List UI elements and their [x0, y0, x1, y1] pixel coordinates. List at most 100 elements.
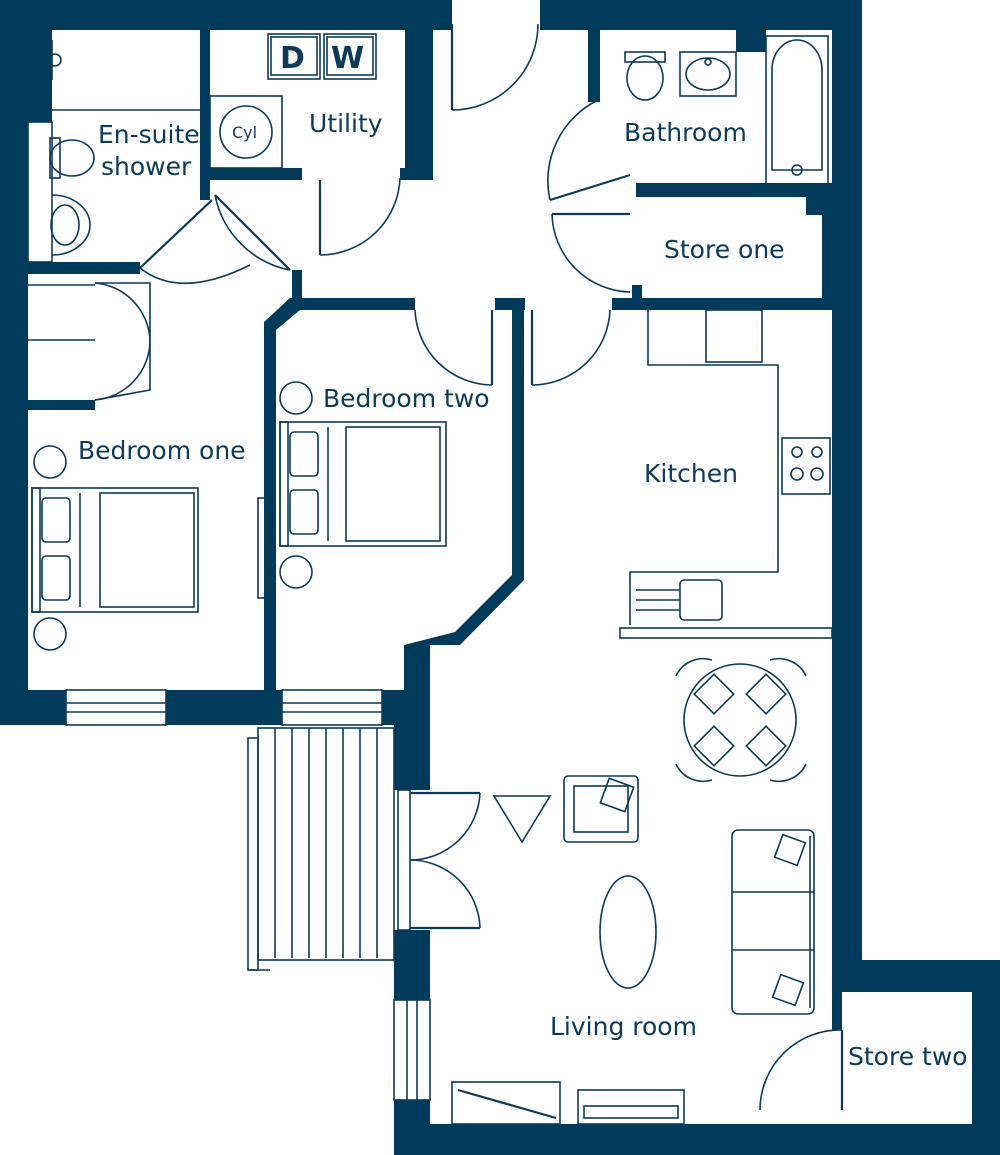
pillow	[289, 431, 319, 477]
door-leaf	[549, 173, 631, 202]
window	[27, 121, 53, 263]
door-swing	[451, 23, 539, 111]
wall-segment	[832, 990, 842, 1030]
room-label-ensuite: En-suite	[98, 120, 200, 149]
wall-segment	[394, 1124, 1000, 1155]
room-label-store-one: Store one	[664, 235, 785, 264]
door-leaf	[214, 194, 291, 271]
bedroom-two-furniture	[279, 381, 447, 589]
double-bed	[31, 487, 199, 613]
room-label-bedroom-two: Bedroom two	[323, 384, 490, 413]
kitchen-fixtures	[619, 309, 833, 639]
door-swing	[214, 194, 291, 271]
toilet-cistern	[624, 51, 666, 63]
door-swing	[414, 309, 493, 386]
balcony-rail	[247, 737, 259, 971]
hob-ring	[791, 446, 803, 458]
wall-segment	[0, 0, 452, 30]
wall-segment	[832, 0, 862, 965]
wall-segment	[736, 30, 766, 52]
room-label-utility: Utility	[309, 109, 383, 138]
balcony-door-frame	[397, 789, 411, 931]
double-bed	[279, 421, 447, 547]
basin-bowl	[685, 57, 731, 91]
ensuite-fixtures	[48, 40, 200, 256]
pillow	[41, 555, 71, 601]
dryer	[267, 33, 321, 80]
room-label-living-room: Living room	[550, 1012, 697, 1041]
pillow	[41, 497, 71, 543]
wall-segment	[394, 690, 430, 790]
desk-item	[457, 1088, 557, 1120]
room-label-store-two: Store two	[848, 1042, 968, 1071]
bath-tap	[791, 164, 803, 176]
wardrobe-door	[94, 282, 151, 341]
wall-segment	[0, 690, 66, 725]
utility-fixtures: D W Cyl	[209, 33, 377, 169]
wall-segment	[822, 190, 862, 310]
wall-segment	[430, 0, 452, 24]
wall-segment	[292, 270, 302, 310]
bathroom-fixtures	[624, 35, 829, 185]
shower-head	[48, 53, 62, 67]
wall-unit	[705, 309, 763, 363]
dining-chair	[745, 673, 787, 715]
wall-segment	[400, 168, 433, 180]
cylinder-cupboard	[209, 95, 283, 169]
tap	[704, 58, 712, 66]
wall-segment	[210, 168, 302, 180]
dining-table	[683, 663, 797, 777]
wall-segment	[0, 400, 95, 410]
dryer-panel	[270, 36, 318, 76]
window	[281, 689, 383, 726]
wall-segment	[540, 0, 862, 30]
window	[65, 689, 167, 726]
dining-chair	[745, 725, 787, 767]
wall-segment	[200, 30, 210, 200]
dryer-label: D	[280, 41, 305, 76]
door-swing	[547, 99, 599, 201]
wall-segment	[972, 960, 1000, 1155]
washer-label: W	[331, 41, 364, 76]
basin-bowl	[50, 204, 80, 246]
door-swing	[409, 859, 481, 929]
worktop	[629, 310, 779, 625]
balcony	[247, 727, 395, 971]
room-label-bathroom: Bathroom	[624, 118, 747, 147]
sink	[679, 579, 723, 621]
window	[393, 999, 431, 1101]
wardrobe-door	[94, 339, 151, 401]
cushion	[599, 777, 635, 813]
room-label-ensuite-2: shower	[101, 152, 192, 181]
room-label-kitchen: Kitchen	[644, 459, 738, 488]
bed-duvet	[345, 426, 441, 542]
basin-unit	[679, 51, 737, 97]
pillow	[289, 489, 319, 535]
coffee-table	[599, 875, 657, 989]
breakfast-bar	[619, 627, 833, 639]
wall-segment	[0, 262, 140, 274]
door-leaf	[139, 199, 213, 269]
wall-segment	[264, 298, 415, 690]
door-swing	[551, 213, 631, 293]
living-furniture	[451, 775, 815, 1125]
chair-back	[769, 763, 807, 783]
bed-headboard	[31, 487, 41, 613]
wall-segment	[405, 0, 433, 30]
cylinder	[219, 105, 273, 159]
bath	[765, 35, 829, 185]
hob-ring	[810, 467, 824, 481]
bed-duvet	[99, 492, 195, 608]
bedside-lamp	[33, 445, 67, 479]
bedside-lamp	[279, 555, 313, 589]
bedside-lamp	[279, 381, 313, 415]
doors	[28, 23, 844, 1111]
wardrobe-door	[94, 340, 151, 401]
room-labels: En-suite shower Utility Bathroom Store o…	[78, 109, 968, 1071]
wall-segment	[405, 30, 433, 180]
cylinder-label: Cyl	[232, 123, 257, 142]
hob	[781, 437, 831, 495]
dining-chair	[693, 673, 735, 715]
